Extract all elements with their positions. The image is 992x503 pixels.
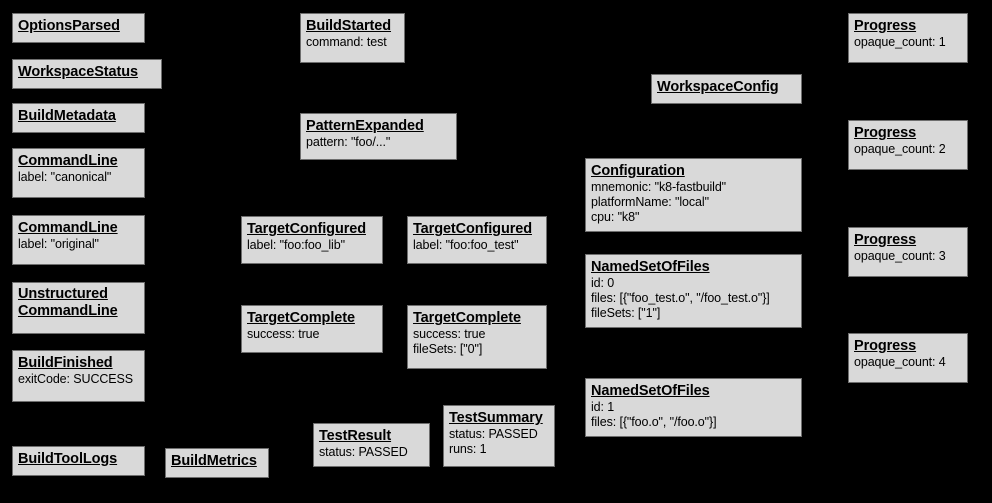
event-node-fields: id: 0 files: [{"foo_test.o", "/foo_test.… xyxy=(591,276,770,320)
event-node-title: Progress xyxy=(854,125,917,141)
event-node-build-tool-logs[interactable]: BuildToolLogs xyxy=(12,446,145,476)
event-node-fields: pattern: "foo/..." xyxy=(306,135,391,149)
event-node-title: TestResult xyxy=(319,428,392,444)
event-node-unstructured-command-line[interactable]: Unstructured CommandLine xyxy=(12,282,145,334)
event-node-title: Unstructured CommandLine xyxy=(18,286,118,319)
event-node-fields: opaque_count: 3 xyxy=(854,249,946,263)
event-node-title: BuildMetrics xyxy=(171,453,257,469)
event-node-workspace-status[interactable]: WorkspaceStatus xyxy=(12,59,162,89)
event-node-title: BuildFinished xyxy=(18,355,113,371)
event-node-title: OptionsParsed xyxy=(18,18,120,34)
event-node-title: TargetConfigured xyxy=(247,221,366,237)
event-node-title: BuildStarted xyxy=(306,18,392,34)
event-node-fields: label: "original" xyxy=(18,237,99,251)
event-node-title: PatternExpanded xyxy=(306,118,424,134)
event-node-fields: status: PASSED xyxy=(319,445,408,459)
event-node-title: WorkspaceStatus xyxy=(18,64,138,80)
event-node-fields: label: "foo:foo_test" xyxy=(413,238,519,252)
event-node-title: Configuration xyxy=(591,163,685,179)
event-node-title: NamedSetOfFiles xyxy=(591,383,710,399)
event-node-fields: exitCode: SUCCESS xyxy=(18,372,134,386)
event-node-title: WorkspaceConfig xyxy=(657,79,779,95)
event-node-title: TargetConfigured xyxy=(413,221,532,237)
event-node-fields: opaque_count: 4 xyxy=(854,355,946,369)
event-node-title: CommandLine xyxy=(18,153,118,169)
event-node-fields: opaque_count: 1 xyxy=(854,35,946,49)
event-node-workspace-config[interactable]: WorkspaceConfig xyxy=(651,74,802,104)
event-node-build-metrics[interactable]: BuildMetrics xyxy=(165,448,269,478)
event-node-title: Progress xyxy=(854,338,917,354)
event-node-title: NamedSetOfFiles xyxy=(591,259,710,275)
event-node-title: TestSummary xyxy=(449,410,543,426)
event-node-title: Progress xyxy=(854,18,917,34)
event-node-build-metadata[interactable]: BuildMetadata xyxy=(12,103,145,133)
event-node-title: Progress xyxy=(854,232,917,248)
event-node-title: BuildMetadata xyxy=(18,108,116,124)
event-node-fields: opaque_count: 2 xyxy=(854,142,946,156)
event-node-fields: status: PASSED runs: 1 xyxy=(449,427,538,456)
event-node-fields: command: test xyxy=(306,35,387,49)
event-node-title: TargetComplete xyxy=(413,310,521,326)
event-node-fields: success: true xyxy=(247,327,320,341)
event-node-title: BuildToolLogs xyxy=(18,451,118,467)
event-node-fields: id: 1 files: [{"foo.o", "/foo.o"}] xyxy=(591,400,717,429)
event-node-fields: label: "canonical" xyxy=(18,170,112,184)
event-node-fields: success: true fileSets: ["0"] xyxy=(413,327,486,356)
event-node-fields: label: "foo:foo_lib" xyxy=(247,238,345,252)
event-node-fields: mnemonic: "k8-fastbuild" platformName: "… xyxy=(591,180,727,224)
event-node-title: CommandLine xyxy=(18,220,118,236)
event-node-options-parsed[interactable]: OptionsParsed xyxy=(12,13,145,43)
event-node-title: TargetComplete xyxy=(247,310,355,326)
